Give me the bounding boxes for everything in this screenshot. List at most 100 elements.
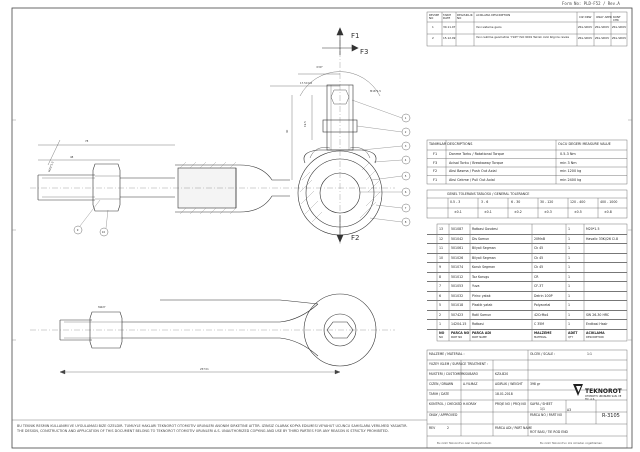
tol-value-2: ±0.1 (484, 210, 492, 214)
tol-value-1: ±0.1 (454, 210, 462, 214)
size-value: A3 (567, 408, 572, 412)
rev-header-desc: ACIKLAMA DESCRIPTION (476, 13, 511, 17)
parts-cell-mat: 42CrMo4 (534, 312, 549, 317)
dim-vertical-1: 40 (285, 129, 289, 133)
parts-cell-name: Pirinc yatak (472, 293, 491, 298)
parts-header-name: PARCA ADI (472, 330, 492, 335)
dim-length-2: 48 (70, 155, 74, 159)
parts-row (427, 300, 627, 311)
parts-cell-qty: 1 (568, 293, 571, 298)
rev-row-2-no: 2 (432, 36, 434, 40)
footer-right: Bu cizim Teknorot'un izni olmadan cogalt… (540, 442, 603, 445)
dim-vertical-2: 19.5 (303, 121, 307, 127)
parts-row (427, 224, 627, 235)
svg-text:6: 6 (405, 190, 407, 194)
dim-nut-size: SW27 (98, 305, 106, 309)
parts-cell-qty: 1 (568, 284, 571, 288)
zone-ticks (12, 119, 632, 341)
scale-label: OLCEK / SCALE : (530, 352, 556, 356)
rev-row-2-desc: Yeni cekilme geometrisi 'Y16T' ISO 9001 … (476, 35, 570, 39)
spec-table-grid (426, 139, 628, 185)
parts-cell-name: Rotbasi (472, 322, 484, 326)
parts-cell-no: 13 (439, 227, 444, 231)
sheet-border (11, 7, 633, 449)
spec-table: TANIMLAR DESCRIPTIONS OLCU DEGERI MEASUR… (427, 140, 627, 184)
svg-text:9: 9 (77, 228, 79, 232)
rev-value: 2 (447, 426, 449, 430)
spec-row-1-sym: F1 (433, 152, 438, 156)
spec-row-1-desc: Donme Torku / Rotational Torque (449, 152, 505, 156)
tol-range-3: 6 - 30 (511, 200, 521, 204)
parts-cell-name: Bilyali Segman (472, 255, 496, 260)
rev-row-1-chk: ZKL.SDOV (612, 25, 627, 29)
form-number: Form No: PLD-F52 / Rev.A (562, 1, 620, 6)
tol-range-2: 3 - 6 (481, 200, 489, 204)
parts-row (427, 319, 627, 330)
parts-cell-desc: Havalic 33Ki/26 Cl.8 (586, 236, 619, 241)
parts-header-qty: ADET (568, 330, 578, 335)
dim-angle: ±30° (316, 65, 323, 69)
parts-cell-pn: 507423 (451, 312, 464, 317)
parts-header-desc: ACIKLAMA (586, 330, 605, 335)
parts-cell-pn: 501012 (451, 274, 464, 279)
svg-text:4: 4 (405, 158, 407, 162)
parts-cell-no: 2 (439, 312, 442, 317)
parts-cell-qty: 1 (568, 312, 571, 317)
svg-text:2: 2 (405, 130, 407, 134)
rev-header-change: DEGISIKLIK NO (457, 13, 473, 20)
parts-row (427, 243, 627, 254)
force-f3-label: F3 (360, 48, 368, 56)
sheet-label: SAYFA / SHEET (530, 402, 553, 406)
rev-header-drw: CIZ DRW (579, 15, 592, 19)
parts-row (427, 272, 627, 282)
parts-cell-qty: 1 (568, 227, 571, 231)
rev-header-chk: KONT CHK (613, 15, 621, 22)
parts-cell-qty: 1 (568, 236, 571, 241)
parts-header-en-pn: PART NO (451, 335, 463, 339)
checked-label: KONTROL / CHECKED (429, 402, 462, 406)
parts-cell-desc: M20*1.5 (586, 227, 600, 231)
project-value: H.KORAY (463, 402, 477, 406)
rev-row-2-drw: ZKL.SDOV (578, 36, 593, 40)
rev-header-appr: ONAY APPR (596, 15, 612, 19)
force-f1-label: F1 (351, 32, 359, 40)
rev-row-1-drw: ZKL.SDOV (578, 25, 593, 29)
parts-cell-no: 6 (439, 293, 442, 298)
parts-cell-name: Dis Somun (472, 236, 490, 241)
tol-value-5: ±0.5 (574, 210, 582, 214)
spec-row-3-desc: Aksi Basma / Push Out Axial (449, 169, 497, 173)
parts-cell-pn: 501074 (451, 265, 464, 269)
material-label: MALZEME / MATERIAL : (429, 352, 465, 356)
customer-part-no: KZX-B20 (495, 372, 509, 376)
parts-row (427, 234, 627, 244)
spec-row-4-val: min 2400 kg (560, 177, 582, 182)
date-label: TARIH / DATE (429, 392, 450, 396)
rev-row-1-date: 30.11.07 (443, 25, 456, 29)
rev-header-no: REVIZE NO (429, 13, 440, 20)
scale-value: 1:1 (587, 352, 592, 356)
spec-row-4-desc: Aksi Cekme / Pull Out Axial (449, 177, 495, 182)
parts-cell-pn: 501087 (451, 227, 464, 231)
sheet-value: 1/1 (540, 407, 545, 411)
parts-cell-name: Koruk Segman (472, 265, 496, 269)
parts-cell-qty: 1 (568, 303, 571, 307)
customer-label: MUSTERI / CUSTOMER (429, 372, 464, 376)
copyright-warning: BU TEKNIK RESMIN KULLANIMI VE UYGULAMASI… (17, 424, 417, 433)
parts-cell-no: 9 (439, 265, 442, 269)
svg-text:7: 7 (405, 206, 407, 210)
parts-row (427, 310, 627, 320)
date-value: 18.01.2018 (495, 392, 513, 396)
parts-cell-name: Plastik yatak (472, 303, 493, 307)
parts-cell-name: Bilyali Segman (472, 246, 496, 250)
rev-row-2-chk: ZKL.SDOV (612, 36, 627, 40)
weight-value: 398 gr (530, 382, 541, 386)
parts-cell-qty: 1 (568, 274, 571, 279)
approved-label: ONAY / APPROVED (429, 413, 458, 417)
part-no-label: PARCA NO / PART NO (530, 413, 563, 417)
parts-cell-no: 12 (439, 236, 444, 241)
parts-cell-no: 1 (439, 322, 442, 326)
dimension-lines-bottom (59, 369, 341, 375)
parts-cell-pn: 501032 (451, 293, 464, 298)
parts-cell-pn: 501061 (451, 246, 464, 250)
